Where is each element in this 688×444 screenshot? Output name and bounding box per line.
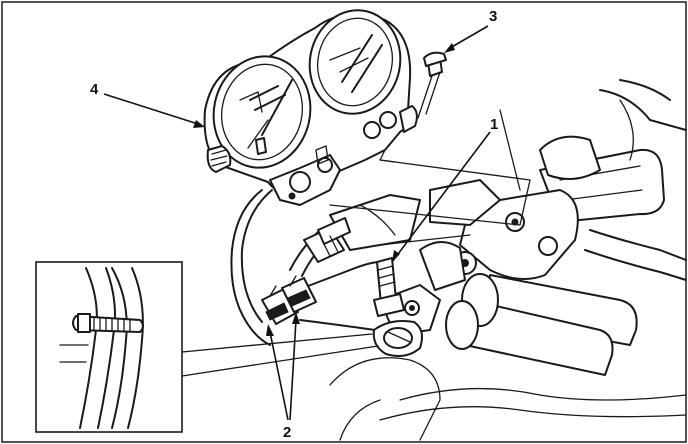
- wiring-harness: [181, 189, 423, 377]
- callout-1: 1: [490, 116, 498, 133]
- instrument-cluster: [203, 9, 418, 206]
- callout-3: 3: [489, 8, 497, 25]
- mounting-bolt: [417, 51, 447, 119]
- handlebar-assembly: [329, 79, 687, 441]
- callout-2: 2: [283, 424, 291, 441]
- cable-tie-inset: [35, 261, 183, 433]
- callout-4: 4: [90, 81, 99, 98]
- callout-leaders: [103, 25, 491, 421]
- mounting-plate-outline: [329, 159, 531, 226]
